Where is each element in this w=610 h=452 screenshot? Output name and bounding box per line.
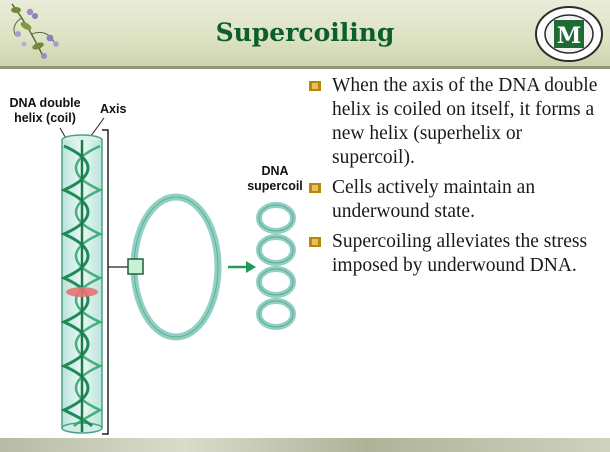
header-divider: [0, 66, 610, 69]
square-bullet-icon: [309, 81, 321, 91]
detail-box: [127, 258, 144, 275]
dna-double-helix: [60, 134, 104, 434]
slide-footer: [0, 438, 610, 452]
square-bullet-icon: [309, 183, 321, 193]
right-arrow-icon: [246, 261, 256, 273]
seal-letter: M: [557, 23, 581, 49]
dna-supercoil: [256, 202, 296, 330]
bullet-item: Supercoiling alleviates the stress impos…: [306, 230, 606, 278]
bullet-item: When the axis of the DNA double helix is…: [306, 74, 606, 170]
university-seal-icon: M: [535, 6, 603, 62]
label-dna-double-helix: DNA double helix (coil): [9, 96, 81, 125]
label-axis: Axis: [100, 102, 127, 116]
relaxed-circle: [130, 193, 222, 341]
bullet-item: Cells actively maintain an underwound st…: [306, 176, 606, 224]
slide-header: [0, 0, 610, 66]
length-bracket: [102, 129, 109, 435]
bullet-list: When the axis of the DNA double helix is…: [306, 74, 606, 284]
square-bullet-icon: [309, 237, 321, 247]
slide-title: Supercoiling: [215, 18, 395, 47]
label-dna-supercoil: DNA supercoil: [247, 164, 303, 193]
flower-sprig-icon: [11, 3, 59, 59]
